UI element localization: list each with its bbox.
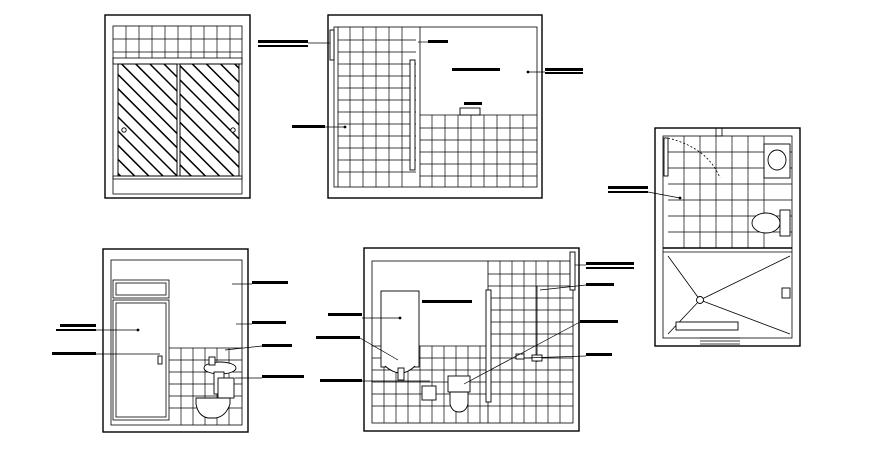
callout-text-6 [464, 102, 482, 105]
callout-text-6 [586, 283, 614, 286]
toilet-icon [195, 377, 235, 419]
callout-text-6 [262, 375, 304, 378]
water-heater-icon [380, 290, 420, 368]
callout-text-1 [328, 313, 362, 316]
callout-text-5 [545, 68, 583, 71]
callout-text-4 [422, 300, 472, 303]
door-leaf-plan [663, 137, 669, 177]
view-elevation-sliding-door [104, 14, 251, 199]
view-plan-bathroom [608, 127, 801, 347]
basin-plan-icon [763, 143, 791, 179]
shower-valve-icon [781, 287, 791, 299]
handle-right-icon [230, 127, 236, 133]
sliding-panel-left [117, 63, 178, 177]
view-elevation-shower-wall [258, 14, 583, 199]
floor-drain-icon [696, 296, 704, 304]
callout-text-1 [608, 186, 648, 189]
door-handle-icon [157, 355, 163, 365]
callout-text-4 [452, 68, 500, 71]
callout-text-4 [252, 321, 286, 324]
handle-left-icon [121, 127, 127, 133]
tile-grid-left [338, 27, 416, 187]
callout-text-8 [586, 353, 612, 356]
callout-text-1 [60, 324, 96, 327]
callout-text-2 [52, 352, 96, 355]
view-elevation-door-basin [52, 248, 304, 433]
shower-post-icon [409, 59, 416, 171]
callout-text-5 [262, 344, 292, 347]
callout-text-3 [320, 379, 362, 382]
shower-post-icon [485, 289, 492, 403]
toilet-icon [447, 375, 471, 413]
callout-text-3 [428, 40, 448, 43]
callout-text-5 [586, 262, 634, 265]
tile-grid-right [420, 115, 537, 187]
tile-band-top [113, 26, 242, 58]
threshold-marks [700, 337, 740, 345]
toilet-plan-icon [751, 209, 791, 237]
callout-text-7 [580, 320, 618, 323]
view-elevation-heater-wc [316, 247, 634, 432]
wall-rail-icon [329, 29, 335, 61]
wall-tap-icon [515, 353, 525, 360]
callout-text-3 [252, 281, 288, 284]
shower-tray [667, 255, 791, 335]
shower-bench-icon [675, 321, 739, 331]
soap-niche-icon [459, 107, 481, 116]
callout-text-2 [316, 336, 360, 339]
bin-icon [421, 385, 437, 401]
callout-text-1 [258, 40, 308, 43]
tile-grid-right [488, 261, 573, 423]
sliding-panel-right [179, 63, 240, 177]
door-transom [112, 279, 170, 299]
callout-text-2 [292, 125, 325, 128]
